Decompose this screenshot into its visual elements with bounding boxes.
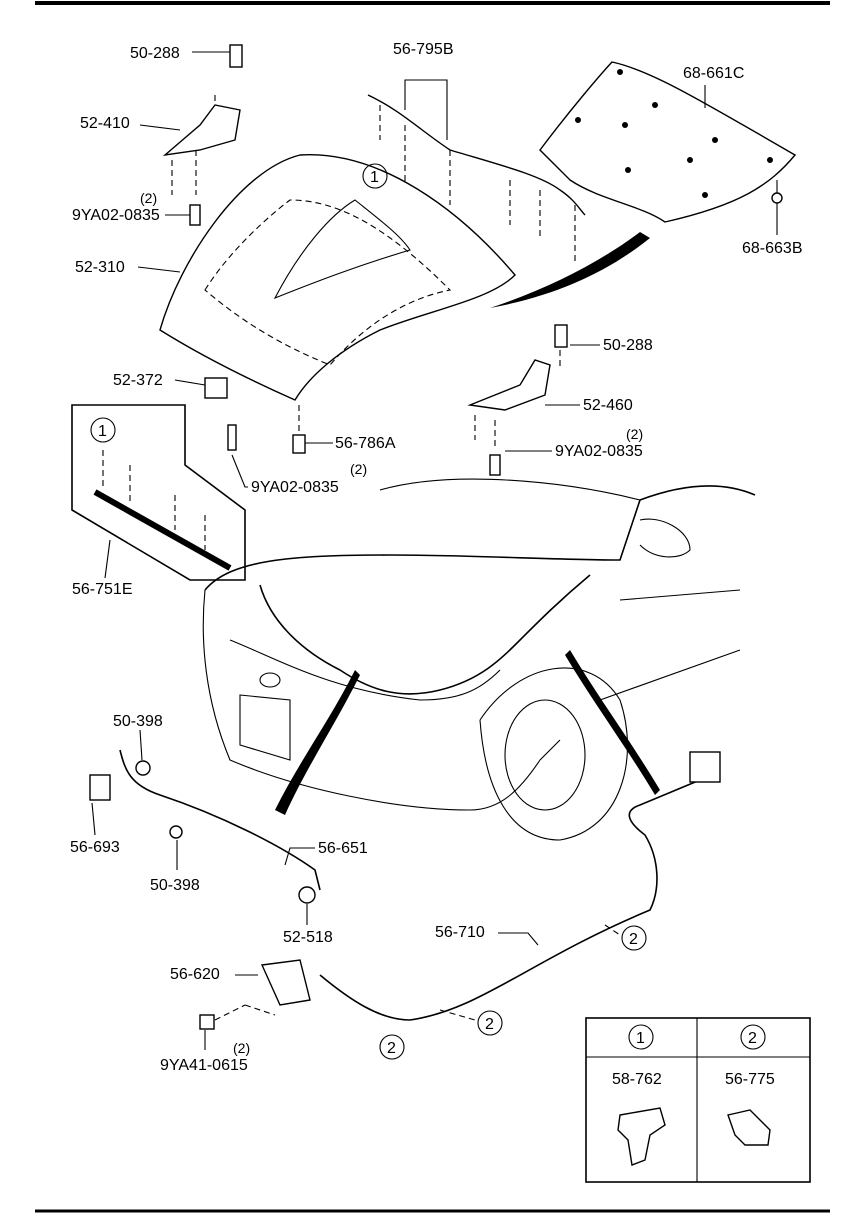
label-50-288-right: 50-288 <box>603 337 653 354</box>
svg-text:2: 2 <box>387 1040 396 1057</box>
label-9ya02-0835-right: 9YA02-0835 <box>555 443 643 460</box>
label-52-372: 52-372 <box>113 372 163 389</box>
label-9ya02-0835-left: 9YA02-0835 <box>72 207 160 224</box>
clip-58-762-drawing <box>617 1107 666 1166</box>
car-drawing <box>202 478 756 841</box>
legend-part-58-762: 58-762 <box>612 1071 662 1088</box>
svg-text:2: 2 <box>629 931 638 948</box>
label-qty: (2) <box>350 461 367 477</box>
hood-drawing <box>159 154 650 401</box>
label-qty: (2) <box>233 1040 250 1056</box>
svg-text:1: 1 <box>98 423 107 440</box>
legend-header-2: 2 <box>748 1030 757 1047</box>
label-56-620: 56-620 <box>170 966 220 983</box>
ref-mark-1: 1 <box>362 163 388 189</box>
label-50-398-upper: 50-398 <box>113 713 163 730</box>
svg-text:1: 1 <box>370 169 379 186</box>
label-56-693: 56-693 <box>70 839 120 856</box>
seal-front-box <box>71 404 246 581</box>
label-68-661c: 68-661C <box>683 65 744 82</box>
label-50-288-left: 50-288 <box>130 45 180 62</box>
ref-mark-2: 2 <box>477 1010 503 1036</box>
label-56-786a: 56-786A <box>335 435 396 452</box>
svg-text:2: 2 <box>485 1016 494 1033</box>
hinge-right-drawing <box>467 324 600 476</box>
label-56-795b: 56-795B <box>393 41 454 58</box>
seal-top-drawing <box>367 79 586 262</box>
clip-56-775-drawing <box>727 1109 771 1146</box>
ref-mark-1: 1 <box>90 417 116 443</box>
stay-release-drawing <box>89 729 721 1050</box>
label-56-651: 56-651 <box>318 840 368 857</box>
ref-mark-2: 2 <box>621 925 647 951</box>
label-50-398-lower: 50-398 <box>150 877 200 894</box>
label-qty: (2) <box>626 426 643 442</box>
center-parts-drawing <box>174 377 333 488</box>
label-9ya41-0615: 9YA41-0615 <box>160 1057 248 1074</box>
label-56-710: 56-710 <box>435 924 485 941</box>
hinge-left-drawing <box>137 44 243 273</box>
label-68-663b: 68-663B <box>742 240 803 257</box>
label-52-310: 52-310 <box>75 259 125 276</box>
legend-part-56-775: 56-775 <box>725 1071 775 1088</box>
label-52-460: 52-460 <box>583 397 633 414</box>
label-52-410: 52-410 <box>80 115 130 132</box>
legend-header-1: 1 <box>636 1030 645 1047</box>
ref-mark-2: 2 <box>379 1034 405 1060</box>
label-56-751e: 56-751E <box>72 581 133 598</box>
insulator-drawing <box>539 61 797 235</box>
label-qty: (2) <box>140 190 157 206</box>
label-9ya02-0835-center: 9YA02-0835 <box>251 479 339 496</box>
label-52-518: 52-518 <box>283 929 333 946</box>
legend-table: 1 2 58-762 56-775 <box>585 1017 811 1183</box>
